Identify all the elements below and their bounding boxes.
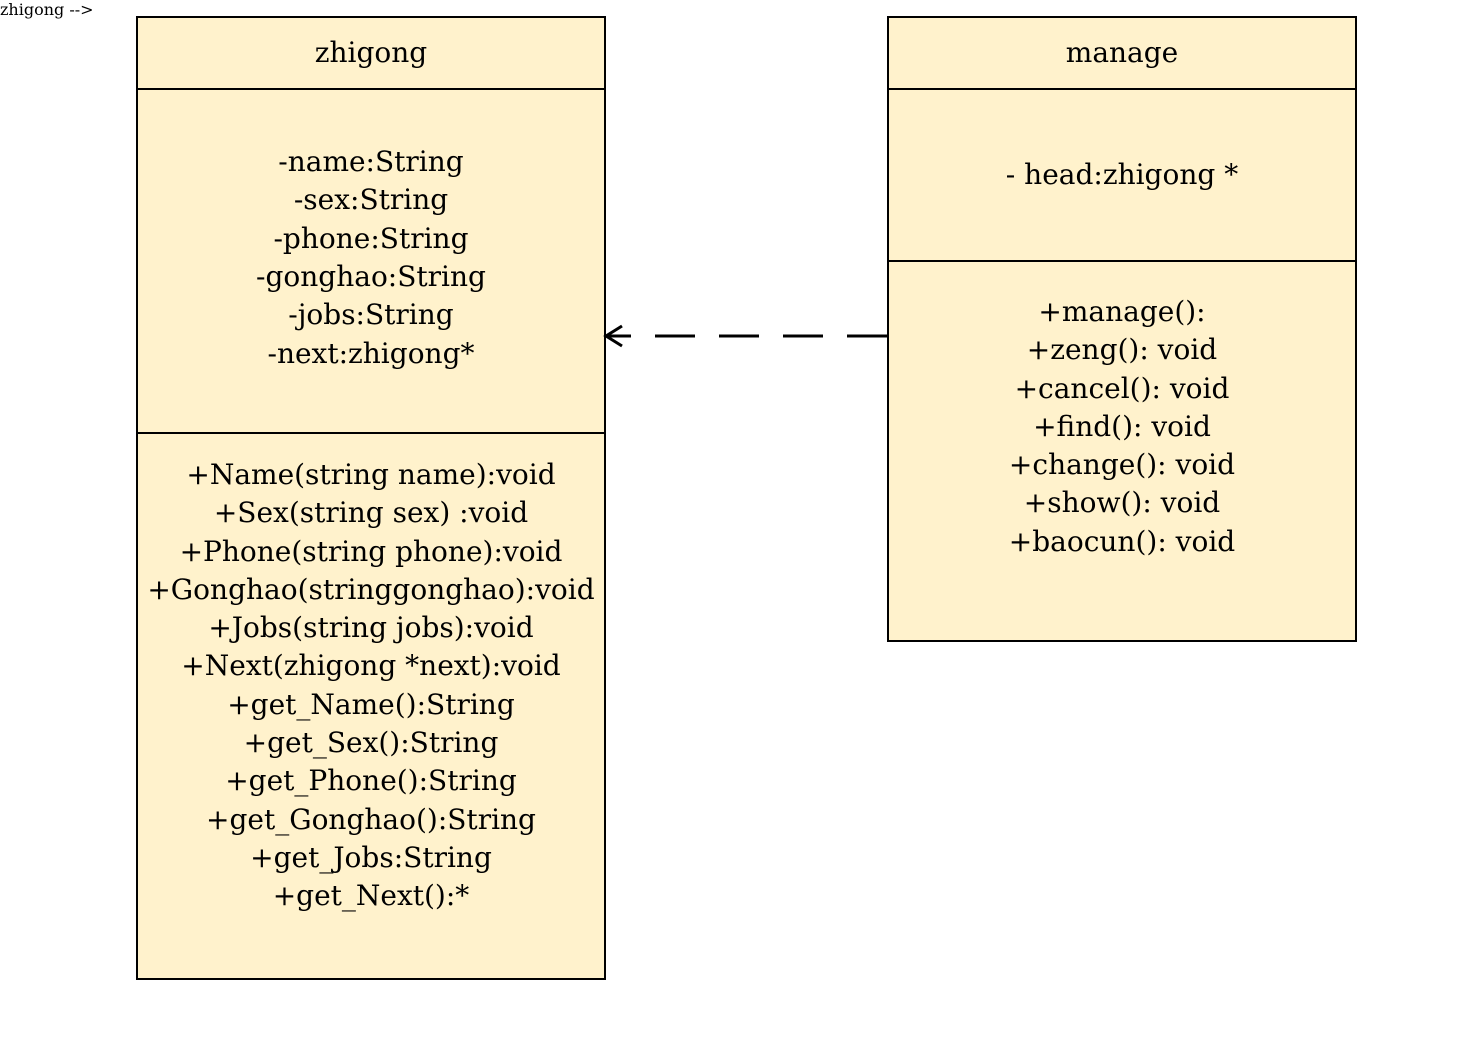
operation: +Sex(string sex) :void	[213, 496, 529, 530]
attribute: -jobs:String	[288, 298, 454, 332]
attribute: -phone:String	[273, 221, 469, 255]
operation: +zeng(): void	[1026, 333, 1218, 367]
attributes-section: - head:zhigong *	[889, 88, 1355, 260]
attribute: - head:zhigong *	[1005, 157, 1239, 191]
operation: +get_Next():*	[272, 879, 470, 913]
operation: +get_Sex():String	[243, 726, 499, 760]
operations-section: +Name(string name):void +Sex(string sex)…	[138, 432, 604, 978]
operation: +change(): void	[1008, 448, 1236, 482]
operations-section: +manage(): +zeng(): void +cancel(): void…	[889, 260, 1355, 640]
class-name-section: manage	[889, 18, 1355, 88]
operation: +Jobs(string jobs):void	[208, 611, 534, 645]
attribute: -gonghao:String	[256, 260, 486, 293]
operation: +show(): void	[1023, 486, 1221, 520]
open-arrowhead-icon	[603, 324, 623, 348]
class-name-section: zhigong	[138, 18, 604, 88]
operation: +get_Jobs:String	[250, 840, 492, 874]
attribute: -name:String	[278, 145, 464, 179]
operation: +baocun(): void	[1008, 524, 1236, 558]
class-name: zhigong	[314, 36, 428, 69]
operation: +cancel(): void	[1014, 371, 1230, 405]
attributes-section: -name:String -sex:String -phone:String -…	[138, 88, 604, 432]
operation: +get_Name():String	[227, 687, 515, 721]
class-manage[interactable]: manage - head:zhigong * +manage(): +zeng…	[887, 16, 1357, 642]
operation: +manage():	[1038, 294, 1206, 328]
operation: +find(): void	[1033, 409, 1211, 443]
class-zhigong[interactable]: zhigong -name:String -sex:String -phone:…	[136, 16, 606, 980]
operation: +Phone(string phone):void	[179, 534, 563, 568]
operation: +get_Gonghao():String	[206, 802, 536, 836]
operation: +get_Phone():String	[225, 764, 517, 798]
attribute: -sex:String	[293, 183, 449, 217]
operation: +Gonghao(stringgonghao):void	[147, 572, 595, 606]
operation: +Name(string name):void	[186, 458, 556, 491]
attribute: -next:zhigong*	[267, 336, 475, 370]
class-name: manage	[1065, 36, 1179, 69]
operation: +Next(zhigong *next):void	[181, 649, 561, 683]
